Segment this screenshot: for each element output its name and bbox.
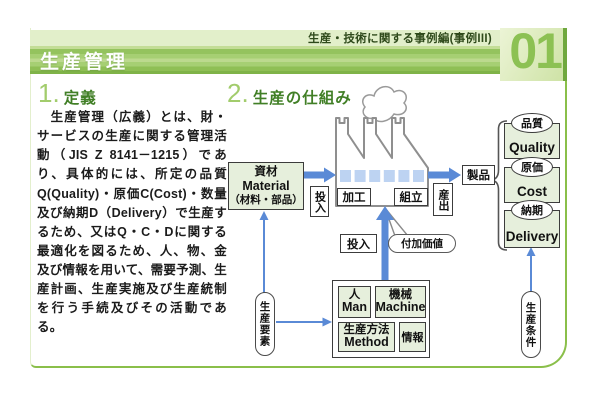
delivery-en: Delivery	[505, 229, 559, 244]
machine-ja: 機械	[389, 288, 412, 301]
method-en: Method	[344, 335, 389, 350]
section2-number: 2.	[227, 78, 249, 108]
method-box: 生産方法 Method	[338, 322, 395, 352]
quality-en: Quality	[509, 140, 555, 155]
page-title: 生産管理	[40, 51, 129, 73]
delivery-oval: 納期	[511, 200, 553, 220]
header-category: 生産・技術に関する事例編(事例III)	[308, 33, 492, 45]
section1-label: 定義	[63, 90, 97, 107]
cost-en: Cost	[517, 184, 547, 199]
product-box: 製品	[462, 165, 495, 185]
section2-heading: 2. 生産の仕組み	[227, 80, 352, 108]
man-box: 人 Man	[338, 286, 371, 318]
definition-text: 生産管理（広義）とは、財・サービスの生産に関する管理活動（JIS Z 8141－…	[37, 110, 227, 335]
section1-number: 1.	[38, 78, 60, 108]
production-factors-capsule: 生産要素	[255, 292, 275, 356]
section2-label: 生産の仕組み	[252, 90, 352, 107]
chapter-number-panel: 01	[500, 28, 567, 81]
info-box: 情報	[399, 322, 426, 352]
cost-box: 原価 Cost	[504, 157, 560, 203]
machine-box: 機械 Machine	[375, 286, 426, 318]
delivery-box: 納期 Delivery	[504, 200, 560, 248]
process-box: 加工	[337, 188, 371, 206]
cost-oval: 原価	[511, 157, 553, 177]
man-en: Man	[342, 300, 367, 315]
man-ja: 人	[348, 288, 361, 301]
panel-right-edge	[563, 28, 567, 81]
title-bar: 生産管理	[30, 46, 500, 74]
slide: 生産・技術に関する事例編(事例III) 生産管理 01 1. 定義 生産管理（広…	[30, 28, 567, 368]
added-value-callout: 付加価値	[388, 234, 456, 253]
quality-box: 品質 Quality	[504, 113, 560, 159]
quality-oval: 品質	[511, 113, 553, 133]
section1-heading: 1. 定義	[38, 80, 97, 108]
chapter-number: 01	[509, 28, 563, 79]
material-en: Material	[242, 179, 290, 194]
material-box: 資材 Material （材料・部品）	[228, 162, 304, 210]
input-label-horizontal: 投入	[340, 234, 377, 253]
input-label-vertical: 投入	[310, 186, 329, 217]
output-label-vertical: 産出	[433, 183, 453, 216]
header-category-strip: 生産・技術に関する事例編(事例III)	[30, 30, 500, 46]
slide-frame	[30, 28, 567, 368]
production-conditions-capsule: 生産条件	[521, 291, 541, 358]
assembly-box: 組立	[394, 188, 428, 206]
machine-en: Machine	[375, 300, 426, 315]
material-ja: 資材	[254, 165, 278, 178]
material-sub: （材料・部品）	[229, 193, 303, 206]
method-ja: 生産方法	[343, 323, 390, 336]
